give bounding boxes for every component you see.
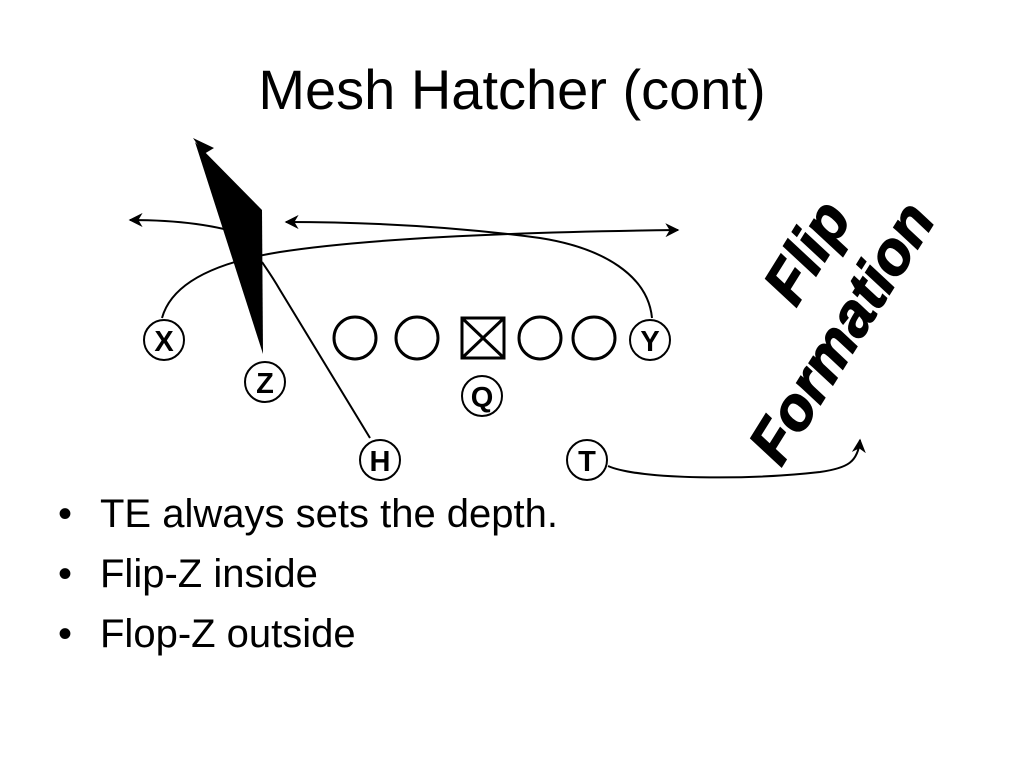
bullet-item: Flip-Z inside [58, 544, 558, 604]
h-route [261, 261, 371, 439]
player-t-label: T [578, 446, 596, 478]
player-q: Q [461, 375, 503, 417]
player-x: X [143, 319, 185, 361]
lineman-circle [517, 315, 563, 361]
lineman-circle [394, 315, 440, 361]
player-z-label: Z [256, 368, 274, 400]
lineman-circle [571, 315, 617, 361]
flip-formation-stamp: Flip Formation [734, 188, 948, 475]
z-wedge-arrowhead [193, 138, 214, 154]
slide-title: Mesh Hatcher (cont) [258, 58, 766, 121]
player-t: T [566, 439, 608, 481]
player-h-label: H [370, 446, 391, 478]
player-z: Z [244, 361, 286, 403]
bullet-item: TE always sets the depth. [58, 484, 558, 544]
bullet-item: Flop-Z outside [58, 604, 558, 664]
lineman-circle [332, 315, 378, 361]
player-h: H [359, 439, 401, 481]
center-box-icon [460, 316, 506, 360]
offensive-line [332, 315, 617, 361]
t-route [607, 438, 866, 479]
bullet-list: TE always sets the depth. Flip-Z inside … [58, 484, 558, 664]
player-y-label: Y [640, 326, 659, 358]
player-y: Y [629, 319, 671, 361]
z-route-wedge [193, 138, 263, 354]
x-route [161, 223, 680, 319]
player-x-label: X [154, 326, 174, 358]
player-q-label: Q [471, 382, 494, 414]
y-route [284, 215, 653, 319]
